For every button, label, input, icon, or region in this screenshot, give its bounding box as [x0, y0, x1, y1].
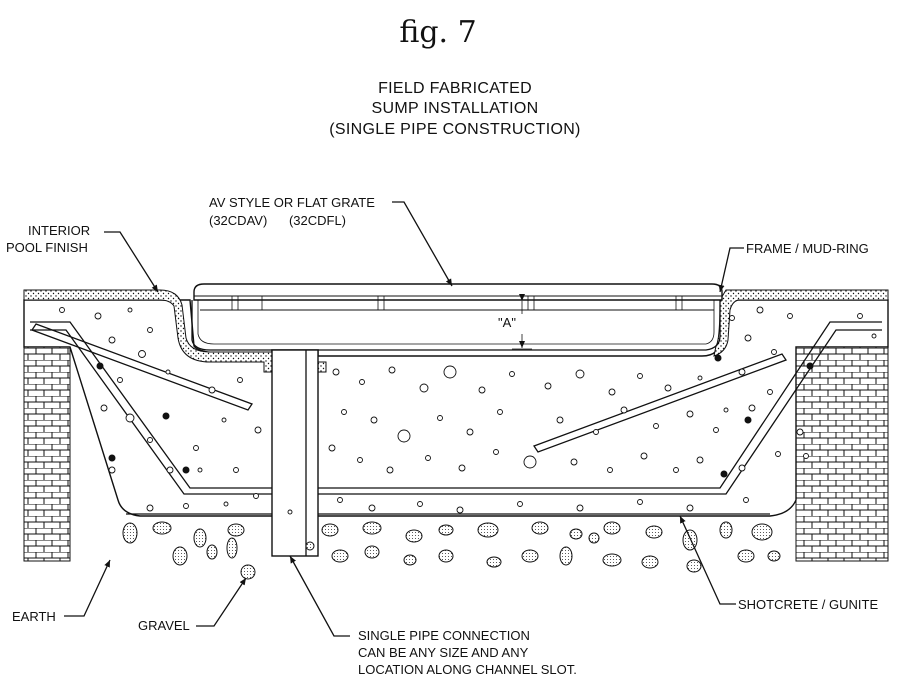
leader-pipe: [289, 555, 350, 637]
grate-label-line-1: AV STYLE OR FLAT GRATE: [209, 195, 375, 210]
earth-label: EARTH: [12, 609, 56, 624]
rebar: [30, 321, 882, 515]
rebar-dots: [96, 354, 814, 478]
leader-earth: [64, 559, 111, 617]
grate: [193, 283, 723, 311]
shotcrete-body: [23, 299, 889, 517]
leader-frame: [718, 247, 744, 293]
interior-pool-finish: [23, 289, 273, 373]
figure-label: fig. 7: [399, 15, 476, 50]
sump-channel: [191, 300, 721, 351]
pipe: [271, 349, 319, 557]
pipe-label-line-3: LOCATION ALONG CHANNEL SLOT.: [358, 662, 577, 677]
title-line-2: SUMP INSTALLATION: [372, 100, 539, 117]
aggregate: [59, 306, 877, 515]
pipe-label-line-1: SINGLE PIPE CONNECTION: [358, 628, 530, 643]
leader-interior: [104, 231, 159, 293]
sump-channel-inner: [197, 300, 715, 345]
pipe-label-line-2: CAN BE ANY SIZE AND ANY: [358, 645, 529, 660]
earth-brick-left: [23, 346, 71, 562]
shotcrete-label: SHOTCRETE / GUNITE: [738, 597, 878, 612]
title-line-3: (SINGLE PIPE CONSTRUCTION): [329, 121, 580, 138]
leader-lines: [64, 201, 744, 637]
grate-label-line-2: (32CDAV) (32CDFL): [209, 213, 346, 228]
gravel-stones: [122, 521, 781, 580]
interior-pool-finish-right-deck: [713, 289, 889, 357]
interior-label-line-2: POOL FINISH: [6, 240, 88, 255]
gravel-label: GRAVEL: [138, 618, 190, 633]
leader-shotcrete: [679, 515, 736, 605]
title-line-1: FIELD FABRICATED: [378, 80, 532, 97]
leader-grate: [392, 201, 453, 287]
leader-gravel: [196, 577, 247, 627]
dimension-a: "A": [498, 294, 532, 350]
dimension-a-label: "A": [498, 315, 516, 330]
interior-pool-finish-right: [317, 361, 327, 373]
earth-brick-right: [795, 346, 889, 562]
frame-label: FRAME / MUD-RING: [746, 241, 869, 256]
interior-label-line-1: INTERIOR: [28, 223, 90, 238]
